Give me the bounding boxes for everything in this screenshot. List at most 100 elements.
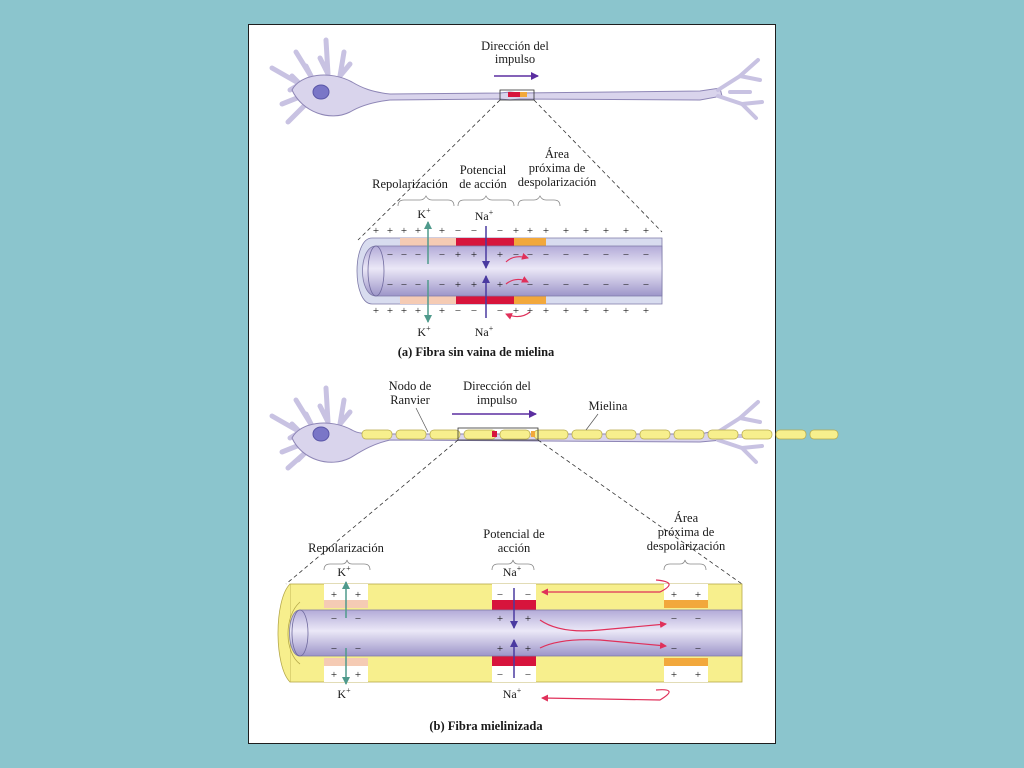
panel-a: Dirección del impulso Repolarización Pot… [269,37,764,359]
minus-charge: − [439,249,445,261]
plus-charge: + [525,613,531,625]
zoom-box-a [499,89,535,101]
membrane-charges-b: ++−−++−−−−++−−++++−−++−− [331,589,701,681]
repolarization-label-b: Repolarización [308,541,384,555]
local-current-a-2 [505,276,529,285]
local-current-b-2 [539,619,667,632]
potassium-label-a-bottom: K+ [417,324,431,339]
plus-charge: + [497,279,503,291]
plus-charge: + [695,589,701,601]
myelin-segment [673,429,705,440]
action-potential-label-a-line1: Potencial [460,163,507,177]
plus-charge: + [671,589,677,601]
plus-charge: + [331,589,337,601]
plus-charge: + [415,305,421,317]
caption-a: (a) Fibra sin vaina de mielina [398,345,555,359]
myelin-segment [707,429,739,440]
minus-charge: − [415,249,421,261]
plus-charge: + [623,305,629,317]
zoom-line-a-left [357,99,501,241]
neuron-a [269,37,764,125]
minus-charge: − [583,249,589,261]
myelin-segments [361,429,839,440]
sodium-label-a-bottom: Na+ [475,324,494,339]
local-current-b-3 [539,639,667,649]
action-potential-label-b-line2: acción [498,541,531,555]
plus-charge: + [527,305,533,317]
plus-charge: + [623,225,629,237]
plus-charge: + [563,225,569,237]
plus-charge: + [543,225,549,237]
plus-charge: + [331,669,337,681]
minus-charge: − [497,669,503,681]
minus-charge: − [497,225,503,237]
minus-charge: − [643,249,649,261]
plus-charge: + [603,225,609,237]
plus-charge: + [513,305,519,317]
plus-charge: + [497,643,503,655]
potassium-label-a-top: K+ [417,206,431,221]
minus-charge: − [563,279,569,291]
myelin-segment [533,429,569,440]
myelin-segment [463,429,497,440]
minus-charge: − [623,249,629,261]
depolarization-bracket-a [517,195,561,207]
plus-charge: + [355,669,361,681]
potassium-label-b-bottom: K+ [337,686,351,701]
minus-charge: − [387,249,393,261]
minus-charge: − [543,279,549,291]
minus-charge: − [671,643,677,655]
plus-charge: + [455,279,461,291]
panel-b: Nodo de Ranvier Dirección del impulso Mi… [269,379,839,733]
minus-charge: − [603,249,609,261]
myelin-segment [395,429,427,440]
myelin-segment [639,429,671,440]
repolarization-label-a: Repolarización [372,177,448,191]
direction-label-a-line2: impulso [495,52,535,66]
plus-charge: + [497,249,503,261]
minus-charge: − [415,279,421,291]
myelin-segment [809,429,839,440]
plus-charge: + [455,249,461,261]
minus-charge: − [543,249,549,261]
minus-charge: − [471,225,477,237]
direction-label-b-line1: Dirección del [463,379,531,393]
myelin-segment [499,429,531,440]
minus-charge: − [439,279,445,291]
minus-charge: − [355,643,361,655]
minus-charge: − [331,613,337,625]
nearby-area-label-a-line3: despolarización [518,175,597,189]
minus-charge: − [527,249,533,261]
plus-charge: + [643,305,649,317]
plus-charge: + [603,305,609,317]
plus-charge: + [439,305,445,317]
plus-charge: + [671,669,677,681]
plus-charge: + [439,225,445,237]
unmyelinated-fiber [356,237,663,305]
plus-charge: + [543,305,549,317]
repolarization-bracket-b [323,559,371,571]
plus-charge: + [387,225,393,237]
action-potential-node-b [492,431,497,437]
depolarization-bracket-b [663,559,707,571]
local-current-a-1 [505,252,529,263]
myelin-segment [605,429,637,440]
minus-charge: − [401,279,407,291]
minus-charge: − [563,249,569,261]
direction-label-b-line2: impulso [477,393,517,407]
minus-charge: − [671,613,677,625]
minus-charge: − [643,279,649,291]
minus-charge: − [623,279,629,291]
plus-charge: + [583,305,589,317]
action-potential-bracket-a [457,195,515,207]
neuron-b [269,385,764,471]
myelin-segment [775,429,807,440]
node-label-line2: Ranvier [390,393,430,407]
node-label-line1: Nodo de [389,379,432,393]
minus-charge: − [355,613,361,625]
depolarization-node-b [531,431,535,437]
minus-charge: − [695,643,701,655]
local-current-b-4 [541,689,670,702]
minus-charge: − [331,643,337,655]
minus-charge: − [513,249,519,261]
